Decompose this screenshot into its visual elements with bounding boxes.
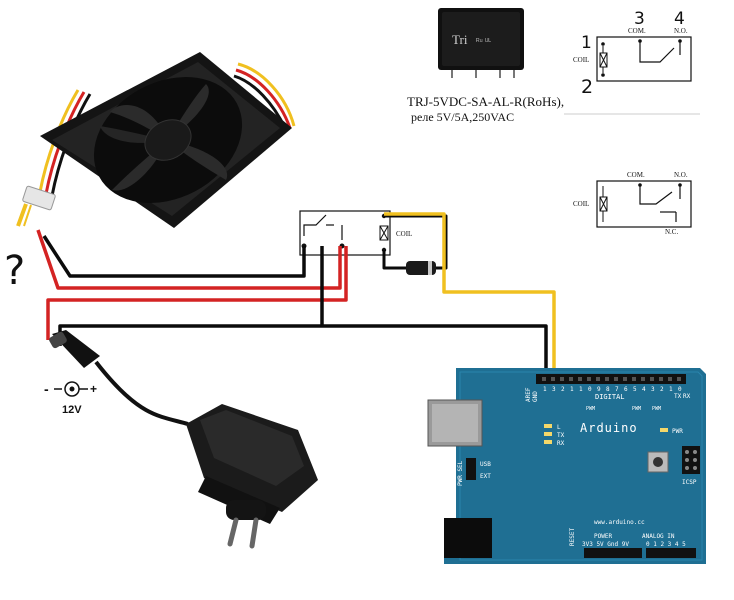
arduino-usb-label: USB: [480, 461, 491, 468]
polarity-plus: +: [90, 382, 97, 396]
relay-model-text: TRJ-5VDC-SA-AL-R(RoHs),: [407, 94, 564, 109]
unknown-wire-question-mark: ?: [4, 248, 25, 294]
diode: [406, 261, 436, 275]
arduino-digital-pin-label: 3: [552, 386, 556, 393]
cooling-fan: [16, 52, 296, 228]
relay-spec-text: реле 5V/5A,250VAC: [411, 110, 514, 124]
arduino-digital-pin-label: 3: [651, 386, 655, 393]
arduino-header-pin: [596, 377, 600, 381]
arduino-led-tx-label: TX: [557, 432, 565, 439]
arduino-power-pins: 3V3 5V Gnd 9V: [582, 541, 629, 548]
wall-adapter: [186, 404, 318, 549]
arduino-digital-pin-label: 6: [624, 386, 628, 393]
arduino-header-pin: [578, 377, 582, 381]
arduino-digital-pin-label: 4: [642, 386, 646, 393]
arduino-pwm-label-3: PWM: [652, 406, 661, 412]
arduino-digital-pin-label: 2: [561, 386, 565, 393]
arduino-aref-label: AREF: [525, 387, 532, 402]
arduino-pwr-sel-label: PWR SEL: [457, 460, 464, 486]
arduino-header-pin: [623, 377, 627, 381]
bottom-no-label: N.O.: [674, 171, 688, 179]
arduino-brand-logo: Arduino: [580, 421, 638, 435]
arduino-header-pin: [560, 377, 564, 381]
arduino-digital-pin-label: 2: [660, 386, 664, 393]
arduino-led-l-label: L: [557, 424, 561, 431]
arduino-digital-pin-label: 5: [633, 386, 637, 393]
dc-polarity-symbol: - + 12V: [44, 381, 97, 416]
bottom-coil-label: COIL: [573, 200, 589, 208]
pin-number-2: 2: [581, 76, 593, 98]
arduino-header-pin: [632, 377, 636, 381]
relay-pin-diagram-bottom: COIL COM. N.O. N.C.: [573, 171, 692, 236]
arduino-power-label: POWER: [594, 533, 612, 540]
arduino-header-pin: [668, 377, 672, 381]
pin-number-1: 1: [581, 33, 592, 53]
arduino-digital-pin-label: 1: [543, 386, 547, 393]
arduino-analog-pins: 0 1 2 3 4 5: [646, 541, 686, 548]
arduino-header-pin: [650, 377, 654, 381]
arduino-digital-pin-label: 1: [579, 386, 583, 393]
arduino-header-pin: [587, 377, 591, 381]
voltage-label: 12V: [62, 404, 82, 416]
arduino-tx-label: TX: [674, 393, 682, 400]
arduino-digital-label: DIGITAL: [595, 393, 625, 401]
arduino-rx-label: RX: [683, 393, 691, 400]
arduino-digital-pin-label: 7: [615, 386, 619, 393]
arduino-board: [427, 368, 706, 564]
arduino-header-pin: [569, 377, 573, 381]
arduino-header-pin: [542, 377, 546, 381]
arduino-led-rx-label: RX: [557, 440, 565, 447]
arduino-digital-pin-label: 9: [597, 386, 601, 393]
arduino-pwm-label-1: PWM: [586, 406, 595, 412]
arduino-digital-pin-label: 0: [588, 386, 592, 393]
arduino-digital-pin-label: 0: [678, 386, 682, 393]
wires: [36, 212, 556, 372]
top-coil-label: COIL: [573, 56, 589, 64]
top-com-label: COM.: [628, 27, 646, 35]
arduino-header-pin: [641, 377, 645, 381]
arduino-header-pin: [659, 377, 663, 381]
top-no-label: N.O.: [674, 27, 688, 35]
arduino-reset-label: RESET: [569, 528, 576, 546]
arduino-digital-pin-label: 1: [570, 386, 574, 393]
arduino-digital-pin-label: 1: [669, 386, 673, 393]
pin-number-4: 4: [674, 9, 685, 29]
arduino-analog-label: ANALOG IN: [642, 533, 675, 540]
relay-pin-diagram-top: COIL COM. N.O. 1 2 3 4: [573, 9, 692, 98]
wired-relay: COIL: [299, 210, 412, 256]
relay-case-marking: Tri: [452, 32, 468, 47]
power-plug: [49, 330, 189, 426]
pin-number-3: 3: [634, 9, 645, 29]
arduino-header-pin: [551, 377, 555, 381]
arduino-header-pin: [614, 377, 618, 381]
polarity-minus: -: [44, 381, 49, 397]
wired-relay-coil-label: COIL: [396, 230, 412, 238]
arduino-header-pin: [605, 377, 609, 381]
arduino-ext-label: EXT: [480, 473, 491, 480]
arduino-url: www.arduino.cc: [594, 519, 645, 526]
arduino-gnd-label: GND: [532, 391, 539, 402]
arduino-header-pin: [677, 377, 681, 381]
arduino-pwr-label: PWR: [672, 428, 683, 435]
relay-photo: Tri ᴿᵘ ᵁᴸ: [438, 8, 524, 78]
relay-case-logo: ᴿᵘ ᵁᴸ: [476, 37, 491, 46]
bottom-nc-label: N.C.: [665, 228, 678, 236]
arduino-digital-pin-label: 8: [606, 386, 610, 393]
arduino-pwm-label-2: PWM: [632, 406, 641, 412]
bottom-com-label: COM.: [627, 171, 645, 179]
arduino-icsp-label: ICSP: [682, 479, 697, 486]
